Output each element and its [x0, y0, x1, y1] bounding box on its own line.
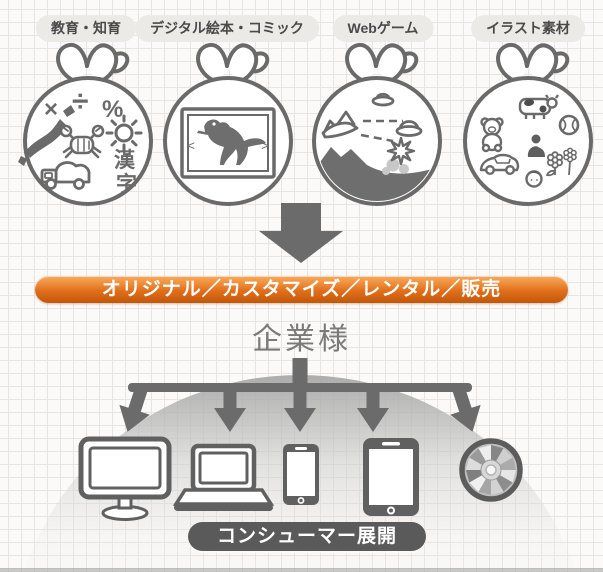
- kanji-text-1: 漢: [114, 148, 136, 172]
- balloon-knot-icon: [196, 42, 270, 85]
- balloon-knot-icon: [56, 42, 130, 85]
- consumer-banner-text: コンシューマー展開: [216, 526, 397, 547]
- smartphone-icon: [283, 444, 319, 505]
- math-symbols: × ÷ % 漢 字: [44, 85, 137, 196]
- multiply-symbol: ×: [44, 96, 58, 123]
- balloon-knot-icon: [496, 42, 570, 85]
- balloon-education: × ÷ % 漢 字: [18, 42, 153, 206]
- japan-map-icon: [18, 105, 75, 166]
- category-label-web-game: Webゲーム: [332, 15, 434, 42]
- baseball-icon: [558, 114, 580, 136]
- saucer-icon: [395, 120, 423, 137]
- category-label-education: 教育・知育: [36, 15, 136, 42]
- kanji-text-2: 字: [116, 172, 137, 196]
- dinosaur-icon: [196, 119, 266, 165]
- mountains-icon: [317, 147, 437, 201]
- down-arrow-icon: [259, 203, 343, 263]
- category-label-digital-books: デジタル絵本・コミック: [135, 15, 319, 42]
- arrow-to-laptop: [214, 388, 246, 432]
- explosion-icon: [382, 136, 416, 182]
- next-arrow: >: [261, 138, 269, 153]
- laptop-icon: [172, 443, 275, 511]
- balloon-digital-books: < >: [163, 42, 293, 206]
- prev-arrow: <: [187, 138, 195, 153]
- cow-icon: [518, 94, 559, 119]
- bottom-edge: [0, 568, 603, 572]
- client-label: 企業様: [252, 323, 351, 356]
- device-row: [78, 436, 523, 521]
- tablet-icon: [363, 438, 419, 516]
- balloon-illustration: [463, 42, 593, 206]
- balloon-web-game: [312, 42, 442, 206]
- balloon-knot-icon: [345, 42, 419, 85]
- car-icon: [479, 153, 520, 175]
- divide-symbol: ÷: [72, 85, 88, 118]
- percent-symbol: %: [102, 96, 123, 123]
- distribution-arrows-icon: [119, 358, 481, 432]
- ufo-icon: [371, 92, 395, 107]
- arrow-to-phone: [284, 388, 316, 432]
- category-label-illustration: イラスト素材: [471, 15, 585, 42]
- sun-icon: [105, 114, 143, 152]
- balloon-circle: [463, 76, 593, 206]
- desktop-monitor-icon: [78, 436, 172, 521]
- offering-banner-text: オリジナル／カスタマイズ／レンタル／販売: [101, 279, 502, 300]
- disc-icon: [459, 438, 523, 502]
- paper-plane-icon: [321, 110, 359, 139]
- teddy-bear-icon: [480, 117, 504, 153]
- baby-icon: [525, 170, 543, 188]
- consumer-banner: コンシューマー展開: [188, 522, 426, 551]
- flower-icon: [545, 147, 577, 177]
- arrow-to-tablet: [357, 388, 389, 432]
- dash-trail: [360, 119, 403, 143]
- person-icon: [527, 134, 545, 157]
- offering-banner: オリジナル／カスタマイズ／レンタル／販売: [35, 276, 568, 303]
- crab-icon: [59, 124, 105, 159]
- truck-icon: [40, 161, 91, 190]
